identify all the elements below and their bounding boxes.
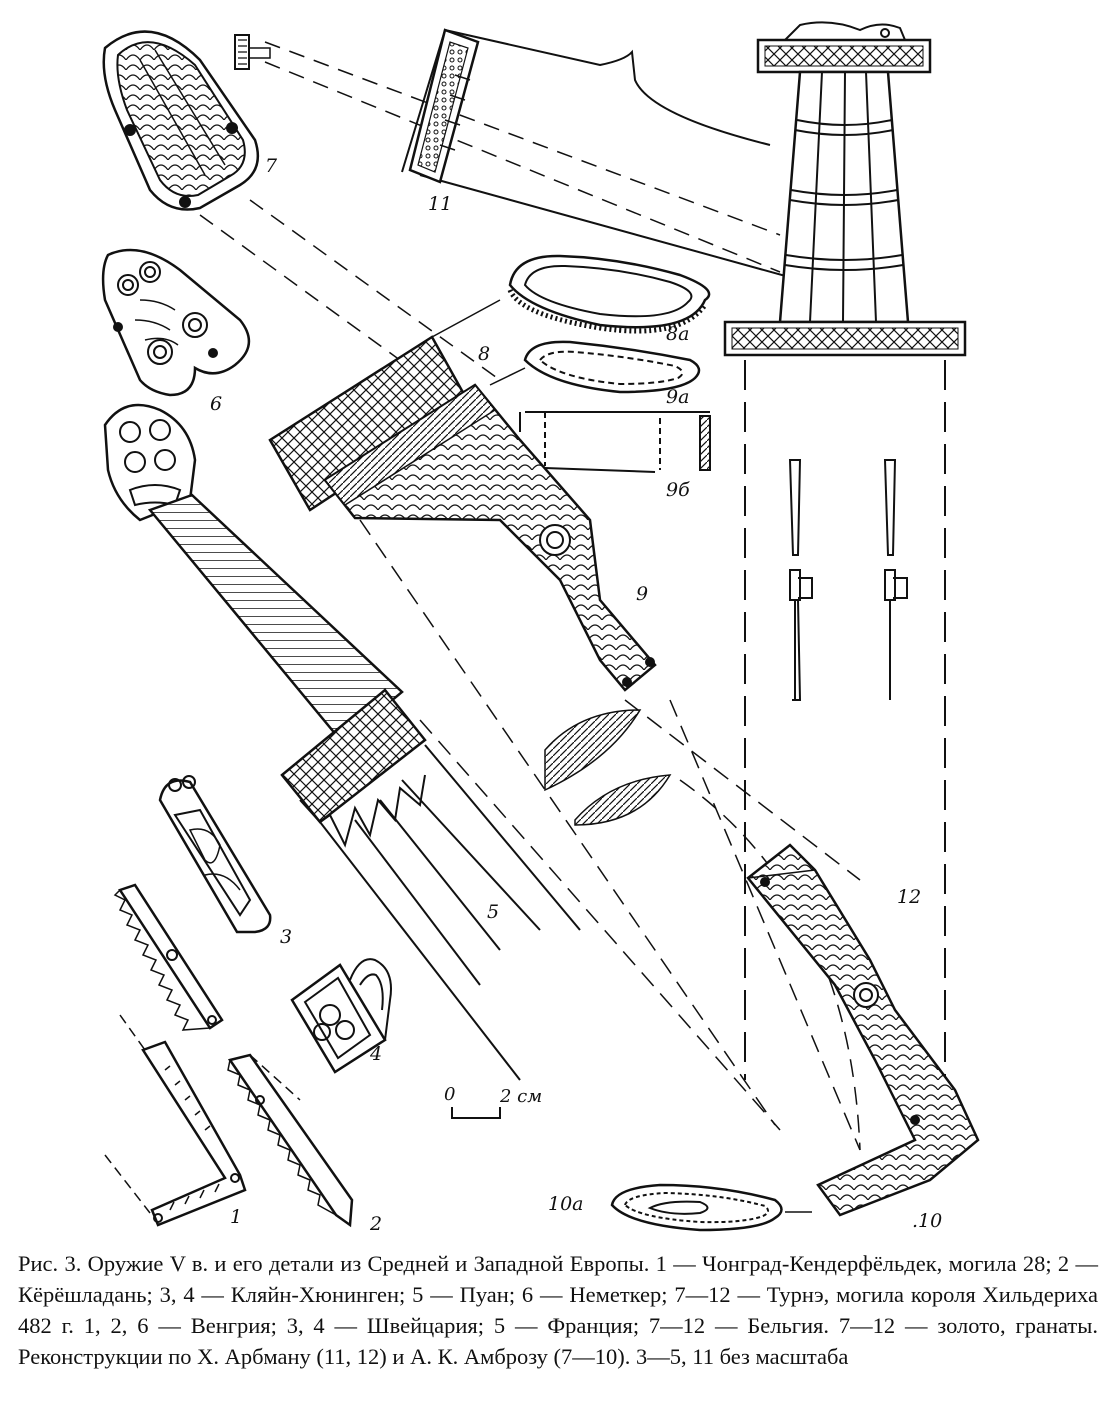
- scale-value: 2 см: [499, 1086, 542, 1107]
- label-12: 12: [897, 886, 921, 908]
- item-9-scabbard-mount: [323, 340, 711, 692]
- item-5-sword-hilt: [103, 403, 581, 1081]
- item-10-chape: [610, 843, 980, 1232]
- label-8a: 8a: [666, 323, 689, 345]
- label-8: 8: [478, 343, 490, 365]
- item-11-scabbard-mouth: [401, 28, 801, 281]
- artifact-drawing: 7 11 6 8 8a 9a 9б 9 5 3 4 1 2 12 10a .10…: [101, 21, 980, 1235]
- item-6-heart-mount: [101, 248, 250, 397]
- item-12-hilt: [723, 21, 967, 1080]
- item-3-buckle-plate: [158, 775, 272, 934]
- label-1: 1: [230, 1206, 242, 1228]
- item-7-pommel: [102, 30, 271, 211]
- figure-labels: 7 11 6 8 8a 9a 9б 9 5 3 4 1 2 12 10a .10…: [210, 155, 942, 1235]
- figure-caption: Рис. 3. Оружие V в. и его детали из Сред…: [18, 1248, 1098, 1372]
- caption-text: Рис. 3. Оружие V в. и его детали из Сред…: [18, 1251, 1098, 1369]
- label-9a: 9a: [666, 386, 689, 408]
- label-4: 4: [369, 1043, 382, 1065]
- scale-bar: [451, 1107, 501, 1119]
- item-1-l-strip: [104, 1014, 247, 1227]
- label-10a: 10a: [548, 1193, 584, 1215]
- item-2-serrated-strips: [113, 883, 354, 1228]
- hatched-leaf-sections: [544, 709, 672, 826]
- label-9b: 9б: [666, 479, 690, 501]
- label-2: 2: [369, 1213, 382, 1235]
- label-7: 7: [265, 155, 278, 177]
- label-9: 9: [636, 583, 648, 605]
- label-6: 6: [210, 393, 222, 415]
- item-8-guard-plate: [268, 254, 711, 512]
- label-11: 11: [428, 193, 452, 215]
- label-10: .10: [912, 1210, 942, 1232]
- label-5: 5: [487, 901, 499, 923]
- label-3: 3: [280, 926, 292, 948]
- item-4-small-buckle: [290, 958, 392, 1074]
- scale-zero: 0: [444, 1084, 455, 1105]
